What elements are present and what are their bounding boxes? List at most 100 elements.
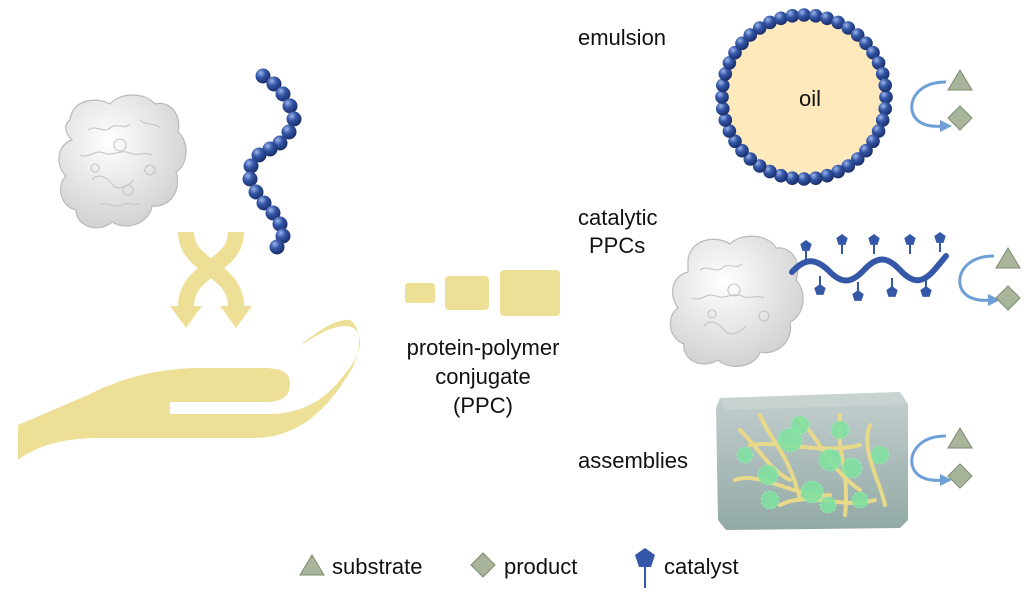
assembly-spheres	[736, 415, 890, 514]
ppc-label-line1: protein-polymer	[407, 335, 560, 360]
oil-label: oil	[799, 86, 821, 111]
assembly-sphere	[800, 480, 824, 504]
emulsion-bead	[716, 78, 730, 93]
assembly-sphere	[841, 457, 863, 479]
assembly-sphere	[819, 496, 837, 514]
emulsion-bead	[859, 36, 873, 51]
emulsion-bead	[718, 113, 733, 127]
emulsion-bead	[718, 67, 733, 81]
catalyst-legend-icon	[635, 548, 655, 588]
emulsion-bead	[716, 101, 730, 116]
emulsion-bead	[875, 67, 890, 81]
catalyst-icon	[868, 234, 880, 254]
emulsion-bead	[875, 113, 890, 127]
ppc-size-blocks	[405, 270, 560, 316]
substrate-symbol-assemblies	[947, 427, 973, 449]
assembly-sphere	[851, 491, 869, 509]
emulsion-bead	[808, 171, 823, 185]
protein-structure-left	[58, 94, 187, 229]
oil-droplet	[722, 15, 886, 179]
emulsion-label: emulsion	[578, 25, 666, 50]
emulsion-bead	[866, 45, 880, 60]
assembly-sphere	[757, 464, 779, 486]
emulsion-bead	[722, 56, 737, 70]
emulsion-bead	[752, 21, 767, 35]
emulsion-bead	[866, 134, 880, 149]
assemblies-label: assemblies	[578, 448, 688, 473]
polymer-bead	[256, 195, 272, 211]
polymer-bead	[255, 68, 271, 84]
emulsion-bead	[774, 168, 788, 183]
assembly-sphere	[830, 420, 850, 440]
protein-structure-right	[669, 235, 804, 368]
emulsion-bead	[743, 28, 758, 42]
polymer-bead	[286, 111, 302, 127]
emulsion-bead	[841, 21, 856, 35]
emulsion-bead	[850, 152, 865, 166]
emulsion-bead	[735, 36, 749, 51]
emulsion-bead	[878, 101, 892, 116]
polymer-bead	[282, 98, 298, 114]
emulsion-bead	[820, 168, 834, 183]
hand-icon	[18, 319, 360, 460]
substrate-legend-icon	[299, 554, 325, 576]
catalyst-icon	[886, 278, 898, 297]
emulsion-bead	[735, 143, 749, 158]
product-legend-icon	[470, 552, 496, 578]
catalyst-icon	[852, 282, 864, 301]
polymer-bead	[272, 216, 288, 232]
mixing-arrowhead-right	[220, 306, 252, 328]
ppc-block-medium	[445, 276, 489, 310]
emulsion-bead	[878, 78, 892, 93]
polymer-bead	[248, 184, 264, 200]
polymer-bead	[262, 141, 278, 157]
catalyst-icon	[836, 234, 848, 254]
catalyst-icon	[904, 234, 916, 254]
legend: substrate product catalyst	[299, 548, 739, 588]
ppc-label-line3: (PPC)	[453, 393, 513, 418]
polymer-bead	[242, 171, 258, 187]
emulsion-bead	[785, 9, 800, 23]
ppc-label-line2: conjugate	[435, 364, 530, 389]
emulsion-bead	[752, 159, 767, 173]
catalyst-icon	[934, 232, 946, 252]
catalyst-icon	[920, 278, 932, 297]
emulsion-bead	[871, 124, 886, 138]
product-symbol-catalytic	[995, 285, 1021, 311]
polymer-bead	[275, 228, 291, 244]
ppc-block-small	[405, 283, 435, 303]
emulsion-bead	[820, 11, 834, 26]
mixing-arrowhead-left	[170, 306, 202, 328]
emulsion-bead	[743, 152, 758, 166]
polymer-bead	[275, 86, 291, 102]
assembly-sphere	[736, 446, 754, 464]
emulsion-bead	[859, 143, 873, 158]
emulsion-bead	[763, 164, 777, 179]
polymer-bead	[281, 124, 297, 140]
product-symbol-assemblies	[947, 463, 973, 489]
substrate-symbol-catalytic	[995, 247, 1021, 269]
conversion-arrow-emulsion	[910, 80, 952, 132]
emulsion-bead	[797, 172, 811, 186]
emulsion-bead	[850, 28, 865, 42]
catalytic-label-line2: PPCs	[589, 233, 645, 258]
polymer-bead	[243, 158, 259, 174]
conversion-arrow-catalytic	[958, 254, 1000, 306]
ppc-block-large	[500, 270, 560, 316]
legend-label-catalyst: catalyst	[664, 554, 739, 579]
polymer-bead	[266, 76, 282, 92]
emulsion-bead	[841, 159, 856, 173]
catalytic-polymer-chain	[789, 253, 949, 284]
assembly-sphere	[870, 445, 890, 465]
emulsion-bead	[808, 9, 823, 23]
legend-label-substrate: substrate	[332, 554, 423, 579]
polymer-bead	[269, 239, 285, 255]
polymer-chain-left	[242, 68, 302, 255]
assembly-sphere	[777, 427, 803, 453]
mixing-arrows	[178, 231, 244, 307]
assembly-sphere	[790, 415, 810, 435]
substrate-symbol-emulsion	[947, 69, 973, 91]
catalyst-icon	[814, 276, 826, 295]
emulsion-bead	[728, 134, 742, 149]
product-symbol-emulsion	[947, 105, 973, 131]
